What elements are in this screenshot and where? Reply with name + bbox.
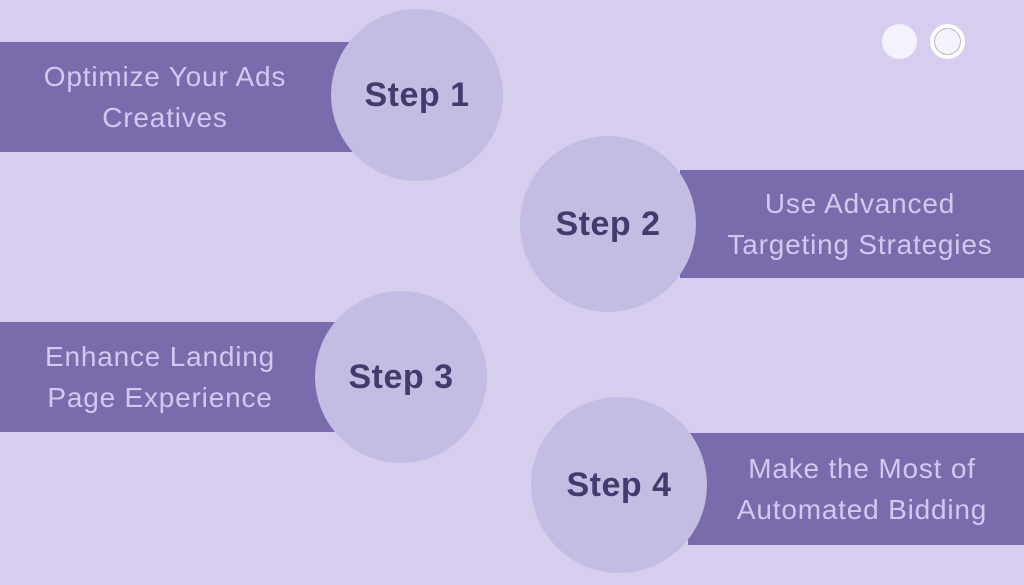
step3-title-line1: Enhance Landing [45,341,275,372]
carousel-dot-active-icon[interactable] [882,24,917,59]
step4-title-line1: Make the Most of [748,453,976,484]
step2-title-line2: Targeting Strategies [727,229,993,260]
step4-title-line2: Automated Bidding [736,494,988,525]
step2-title-line1: Use Advanced [764,188,956,219]
step1-label: Step 1 [364,75,470,114]
step1-title-line1: Optimize Your Ads [43,61,287,92]
step3-circle: Step 3 [315,291,487,463]
step4-label: Step 4 [566,465,672,504]
step2-title-banner: Use Advanced Targeting Strategies [680,170,1024,278]
step3-label: Step 3 [348,357,454,396]
step1-circle: Step 1 [331,9,503,181]
step4-circle: Step 4 [531,397,707,573]
step1-title-line2: Creatives [102,102,228,133]
step2-label: Step 2 [555,204,661,243]
step3-title-line2: Page Experience [47,382,273,413]
carousel-dot-inactive-icon[interactable] [930,24,965,59]
step1-title-banner: Optimize Your Ads Creatives [0,42,370,152]
step4-title-banner: Make the Most of Automated Bidding [688,433,1024,545]
step3-title-banner: Enhance Landing Page Experience [0,322,345,432]
step2-circle: Step 2 [520,136,696,312]
